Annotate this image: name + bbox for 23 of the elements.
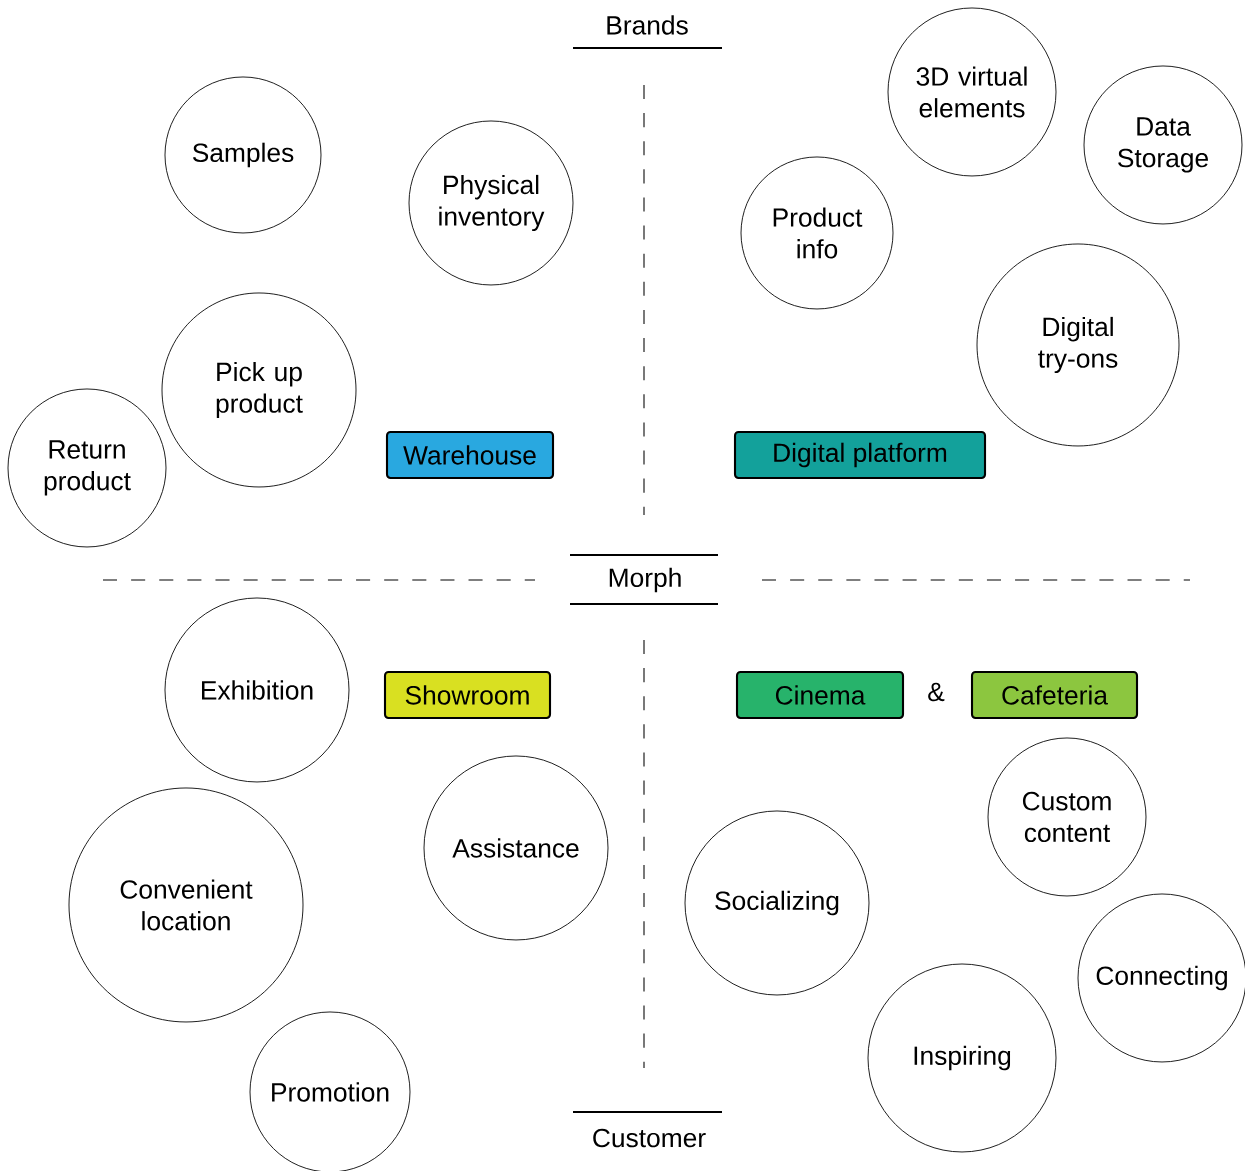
label-box: Cinema <box>735 670 905 720</box>
circle-node: Physical inventory <box>408 120 574 286</box>
label-box: Cafeteria <box>970 670 1139 720</box>
circle-node: Product info <box>740 156 894 310</box>
circle-node: Samples <box>164 76 322 234</box>
label-box: Digital platform <box>733 430 987 480</box>
circle-node: Convenient location <box>68 787 304 1023</box>
circle-node: Exhibition <box>164 597 350 783</box>
circle-node: Inspiring <box>867 963 1057 1153</box>
circle-node: Return product <box>7 388 167 548</box>
label-box: Warehouse <box>385 430 555 480</box>
circle-node: Digital try-ons <box>976 243 1180 447</box>
section-label: & <box>928 682 945 702</box>
section-label: Morph <box>609 567 681 593</box>
label-box: Showroom <box>383 670 552 720</box>
circle-node: Assistance <box>423 755 609 941</box>
circle-node: Socializing <box>684 810 870 996</box>
circle-node: Data Storage <box>1083 65 1243 225</box>
circle-node: Pick up product <box>161 292 357 488</box>
circle-node: Custom content <box>987 737 1147 897</box>
circle-node: 3D virtual elements <box>887 7 1057 177</box>
section-label: Brands <box>607 15 688 35</box>
section-label: Customer <box>593 1128 706 1148</box>
